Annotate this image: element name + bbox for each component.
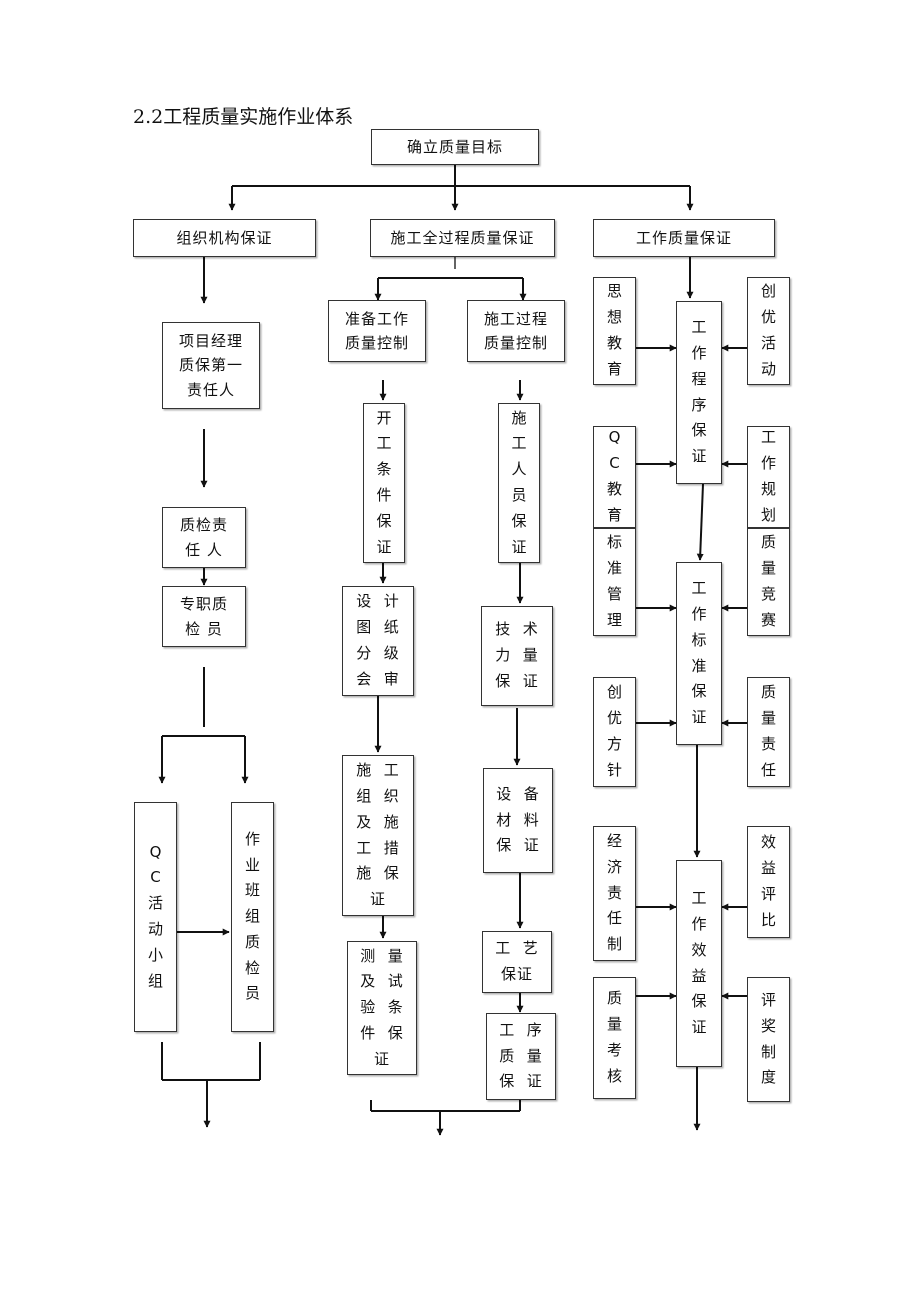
node-work-benefit: 工 作 效 益 保 证	[676, 860, 722, 1067]
node-col2-head: 施工全过程质量保证	[370, 219, 555, 257]
node-prep-control: 准备工作 质量控制	[328, 300, 426, 362]
node-technical-force: 技 术 力 量 保 证	[481, 606, 553, 706]
node-quality-responsibility: 质 量 责 任	[747, 677, 790, 787]
node-col1-head: 组织机构保证	[133, 219, 316, 257]
node-measurement-test: 测 量 及 试 验 条 件 保 证	[347, 941, 417, 1075]
node-start-conditions: 开 工 条 件 保 证	[363, 403, 405, 563]
node-full-time-inspector: 专职质 检 员	[162, 586, 246, 647]
node-economic-responsibility: 经 济 责 任 制	[593, 826, 636, 961]
node-create-excellence-activity: 创 优 活 动	[747, 277, 790, 385]
node-construction-plan: 施 工 组 织 及 施 工 措 施 保 证	[342, 755, 414, 916]
node-qc-education: Q C 教 育	[593, 426, 636, 528]
node-quality-assessment: 质 量 考 核	[593, 977, 636, 1099]
node-create-excellence-policy: 创 优 方 针	[593, 677, 636, 787]
node-team-inspector: 作 业 班 组 质 检 员	[231, 802, 274, 1032]
node-col3-head: 工作质量保证	[593, 219, 775, 257]
node-project-manager: 项目经理 质保第一 责任人	[162, 322, 260, 409]
node-personnel: 施 工 人 员 保 证	[498, 403, 540, 563]
node-standard-management: 标 准 管 理	[593, 528, 636, 636]
node-work-planning: 工 作 规 划	[747, 426, 790, 528]
node-root: 确立质量目标	[371, 129, 539, 165]
node-work-standard: 工 作 标 准 保 证	[676, 562, 722, 745]
node-quality-competition: 质 量 竞 赛	[747, 528, 790, 636]
node-work-procedure: 工 作 程 序 保 证	[676, 301, 722, 484]
node-qc-activity-group: Q C 活 动 小 组	[134, 802, 177, 1032]
node-craft: 工 艺 保证	[482, 931, 552, 993]
node-benefit-evaluation: 效 益 评 比	[747, 826, 790, 938]
node-procedure-quality: 工 序 质 量 保 证	[486, 1013, 556, 1100]
node-equipment-materials: 设 备 材 料 保 证	[483, 768, 553, 873]
node-thought-education: 思 想 教 育	[593, 277, 636, 385]
node-process-control: 施工过程 质量控制	[467, 300, 565, 362]
node-qc-responsible: 质检责 任 人	[162, 507, 246, 568]
node-drawing-review: 设 计 图 纸 分 级 会 审	[342, 586, 414, 696]
section-heading: 2.2工程质量实施作业体系	[133, 106, 354, 128]
node-award-system: 评 奖 制 度	[747, 977, 790, 1102]
